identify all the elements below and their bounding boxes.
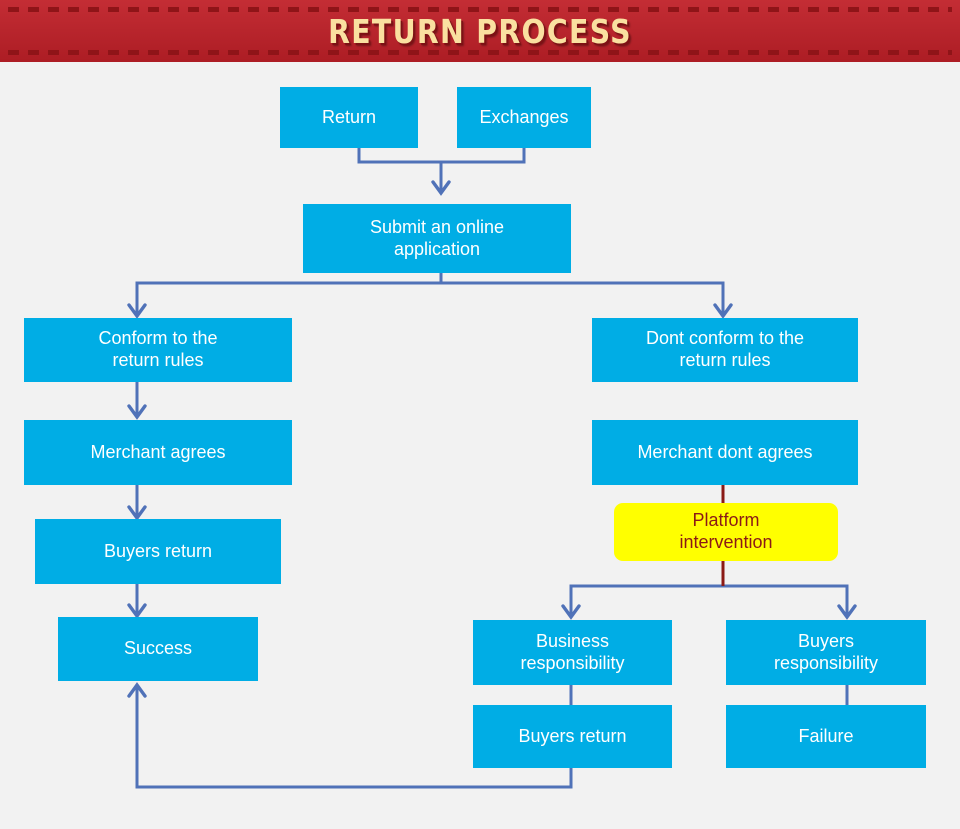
node-buyers-return-bottom[interactable]: Buyers return bbox=[473, 705, 672, 768]
arrowhead-to-dont-conform bbox=[713, 303, 733, 319]
node-platform-intervention[interactable]: Platform intervention bbox=[614, 503, 838, 561]
node-business-responsibility[interactable]: Business responsibility bbox=[473, 620, 672, 685]
node-failure[interactable]: Failure bbox=[726, 705, 926, 768]
flowchart-canvas: Return Exchanges Submit an online applic… bbox=[0, 62, 960, 829]
edge-submit-to-dont-conform bbox=[441, 281, 725, 313]
edge-platform-to-business-responsibility bbox=[569, 581, 725, 614]
arrowhead-to-conform bbox=[127, 303, 147, 319]
arrowhead-to-buyers-return-left bbox=[127, 505, 147, 521]
arrowhead-to-submit bbox=[431, 180, 451, 196]
node-merchant-agrees[interactable]: Merchant agrees bbox=[24, 420, 292, 485]
node-buyers-responsibility[interactable]: Buyers responsibility bbox=[726, 620, 926, 685]
arrowhead-feedback-into-success bbox=[127, 682, 147, 698]
node-submit-application[interactable]: Submit an online application bbox=[303, 204, 571, 273]
node-merchant-dont-agrees[interactable]: Merchant dont agrees bbox=[592, 420, 858, 485]
node-conform-to-return-rules[interactable]: Conform to the return rules bbox=[24, 318, 292, 382]
edge-return-exchanges-merge bbox=[357, 148, 526, 164]
node-exchanges[interactable]: Exchanges bbox=[457, 87, 591, 148]
edge-platform-to-buyers-responsibility bbox=[723, 584, 849, 614]
arrowhead-to-merchant-agrees bbox=[127, 404, 147, 420]
node-buyers-return-left[interactable]: Buyers return bbox=[35, 519, 281, 584]
arrowhead-to-success bbox=[127, 603, 147, 619]
banner-dashed-line-bottom bbox=[8, 50, 952, 55]
node-success[interactable]: Success bbox=[58, 617, 258, 681]
arrowhead-to-buyers-responsibility bbox=[837, 604, 857, 620]
header-banner: RETURN PROCESS bbox=[0, 0, 960, 62]
node-dont-conform-to-return-rules[interactable]: Dont conform to the return rules bbox=[592, 318, 858, 382]
page-title: RETURN PROCESS bbox=[328, 11, 632, 51]
edge-submit-to-conform bbox=[135, 273, 443, 313]
arrowhead-to-business-responsibility bbox=[561, 604, 581, 620]
node-return[interactable]: Return bbox=[280, 87, 418, 148]
banner-dashed-line-top bbox=[8, 7, 952, 12]
